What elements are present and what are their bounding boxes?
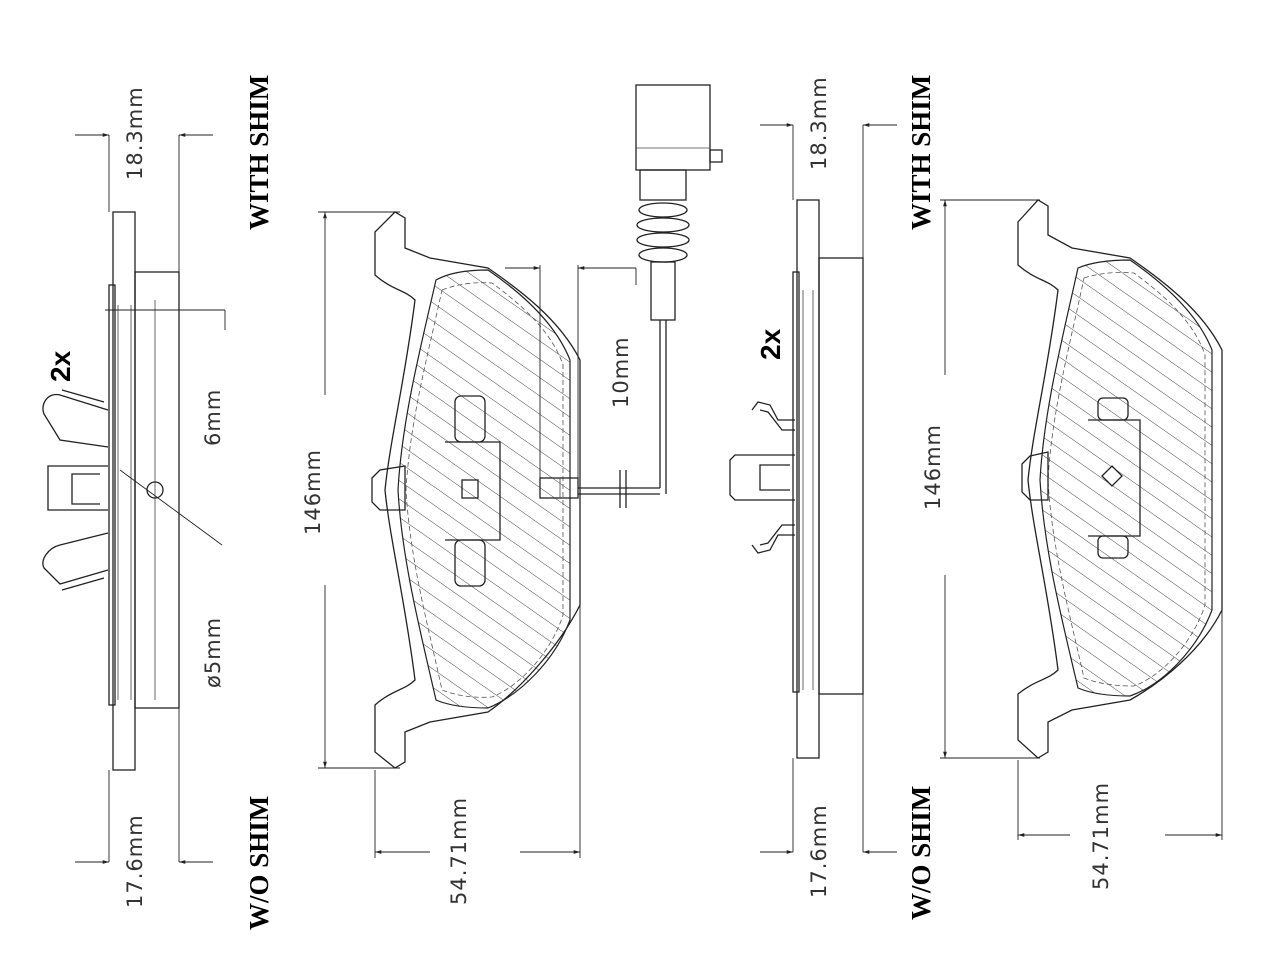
dimension-lines-left: [75, 133, 226, 864]
dim-hole-diameter: ø5mm: [201, 617, 225, 688]
pad-face-view-1: [371, 211, 581, 769]
dim-pad-width-1: 54.71mm: [447, 797, 471, 905]
with-shim-label-left: WITH SHIM: [244, 75, 274, 230]
dim-thickness-with-shim-right: 18.3mm: [807, 76, 831, 170]
side-view-right: [792, 199, 864, 759]
dim-thickness-with-shim-left: 18.3mm: [123, 86, 147, 180]
without-shim-label-right: W/O SHIM: [906, 786, 936, 920]
dim-thickness-without-shim-left: 17.6mm: [123, 814, 147, 908]
dim-thickness-without-shim-right: 17.6mm: [807, 804, 831, 898]
without-shim-label-left: W/O SHIM: [244, 796, 274, 930]
wear-sensor-wire: [539, 84, 723, 508]
pad-face-view-2: [1017, 199, 1223, 759]
with-shim-label-right: WITH SHIM: [906, 75, 936, 230]
dim-sensor-offset: 10mm: [609, 336, 633, 408]
quantity-label-right: 2x: [755, 328, 786, 360]
dimension-lines-right: [760, 123, 897, 854]
dim-pad-height-1: 146mm: [301, 449, 325, 535]
quantity-label-left: 2x: [45, 350, 76, 382]
side-view-left: [108, 211, 180, 771]
dim-pad-width-2: 54.71mm: [1089, 782, 1113, 890]
clip-spring-left: [42, 389, 109, 591]
dimension-lines-pad-2: [940, 199, 1223, 840]
dim-slot-offset: 6mm: [201, 389, 225, 446]
dimension-lines-pad-1: [318, 211, 637, 858]
dim-pad-height-2: 146mm: [921, 424, 945, 510]
clip-spring-right: [729, 401, 795, 554]
